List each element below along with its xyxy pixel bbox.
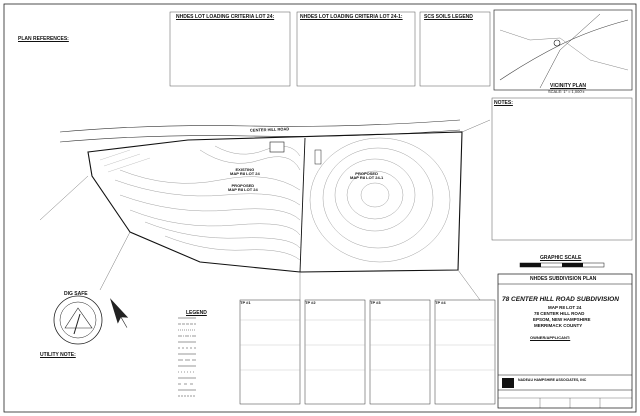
existing-lot-line2: MAP R8 LOT 24 (230, 171, 260, 176)
map-lot-label: MAP R8 LOT 24 (548, 305, 582, 310)
proposed-lot-24-label: PROPOSED MAP R8 LOT 24 (228, 184, 258, 192)
notes-heading: NOTES: (494, 100, 513, 106)
vicinity-plan-scale: SCALE: 1" = 1,000'± (548, 89, 585, 94)
title-block-header: NHDES SUBDIVISION PLAN (530, 276, 597, 282)
legend-heading: LEGEND (186, 310, 207, 316)
test-pit-1: TP #1 (240, 300, 251, 305)
test-pit-3: TP #3 (370, 300, 381, 305)
test-pit-4: TP #4 (435, 300, 446, 305)
proposed-lot-24-1-line1: PROPOSED (355, 171, 378, 176)
utility-note-heading: UTILITY NOTE: (40, 352, 76, 358)
plan-references-heading: PLAN REFERENCES: (18, 36, 69, 42)
lot-24-1-criteria-heading: NHDES LOT LOADING CRITERIA LOT 24-1: (300, 14, 403, 20)
dig-safe-label: DIG SAFE (64, 291, 88, 297)
lot-24-criteria-heading: NHDES LOT LOADING CRITERIA LOT 24: (176, 14, 275, 20)
county-name: MERRIMACK COUNTY (534, 323, 583, 328)
soils-legend-heading: SCS SOILS LEGEND (424, 14, 473, 20)
proposed-lot-24-1-label: PROPOSED MAP R8 LOT 24-1 (350, 172, 383, 180)
site-address: 78 CENTER HILL ROAD (534, 311, 585, 316)
owner-applicant-heading: OWNER/APPLICANT: (530, 335, 571, 340)
vicinity-plan-title: VICINITY PLAN (550, 83, 587, 89)
proposed-lot-24-line2: MAP R8 LOT 24 (228, 187, 258, 192)
project-title: 78 CENTER HILL ROAD SUBDIVISION (502, 296, 619, 303)
existing-lot-label: EXISTING MAP R8 LOT 24 (230, 168, 260, 176)
test-pit-2: TP #2 (305, 300, 316, 305)
town-state: EPSOM, NEW HAMPSHIRE (533, 317, 591, 322)
existing-lot-line1: EXISTING (235, 167, 255, 172)
firm-name: NADEAU HAMPSHIRE ASSOCIATES, INC (518, 378, 587, 382)
proposed-lot-24-line1: PROPOSED (231, 183, 255, 188)
proposed-lot-24-1-line2: MAP R8 LOT 24-1 (350, 175, 384, 180)
graphic-scale-title: GRAPHIC SCALE (540, 255, 582, 261)
